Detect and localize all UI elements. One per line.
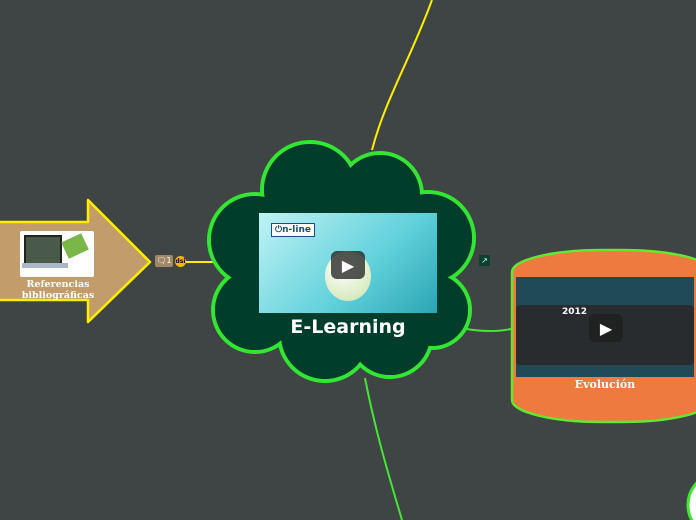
references-image (20, 231, 94, 277)
video-logo: ⏻n-line (271, 223, 315, 237)
connector-top (371, 0, 433, 151)
video-year: 2012 (562, 307, 588, 317)
references-title: Referencias bibliográficas (21, 279, 95, 301)
central-title: E-Learning (290, 316, 406, 338)
play-icon[interactable]: ▶ (331, 251, 365, 279)
comment-count: 1 (166, 256, 172, 265)
external-link-icon[interactable]: ↗ (479, 255, 490, 266)
evolution-title: Evolución (574, 378, 636, 391)
connector-bottom (364, 377, 403, 520)
video-logo-text: n-line (282, 225, 311, 235)
dsi-badge: dsi (175, 256, 186, 267)
central-video-thumbnail[interactable]: ⏻n-line ▶ (259, 213, 437, 313)
evolution-video-thumbnail[interactable]: 2012 ▶ (516, 277, 694, 377)
partial-node-bottom-right[interactable] (686, 473, 696, 520)
connector-right (461, 327, 516, 332)
play-icon[interactable]: ▶ (589, 314, 623, 342)
comment-icon: 🗨 (156, 256, 167, 265)
comment-badge[interactable]: 🗨1 (155, 255, 173, 267)
